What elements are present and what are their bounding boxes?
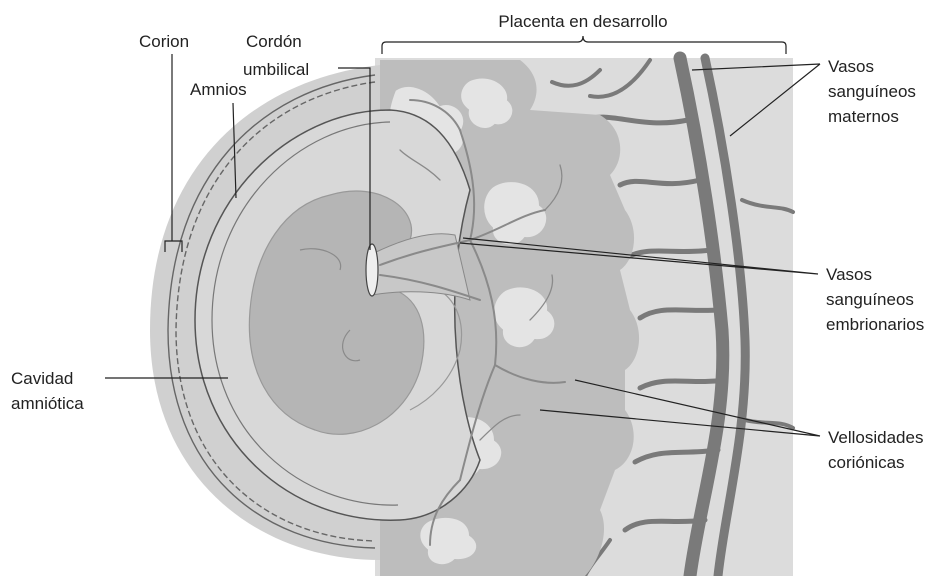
label-amnios: Amnios — [190, 80, 247, 99]
label-vasos-maternos-line1: Vasos — [828, 57, 874, 76]
label-placenta: Placenta en desarrollo — [498, 12, 667, 31]
label-cavidad-line2: amniótica — [11, 394, 84, 413]
label-cordon-line1: Cordón — [246, 32, 302, 51]
label-vellosidades-line2: coriónicas — [828, 453, 905, 472]
label-cavidad-line1: Cavidad — [11, 369, 73, 388]
label-corion: Corion — [139, 32, 189, 51]
label-vasos-emb-line2: sanguíneos — [826, 290, 914, 309]
label-cordon-line2: umbilical — [243, 60, 309, 79]
label-vasos-maternos-line2: sanguíneos — [828, 82, 916, 101]
label-vellosidades-line1: Vellosidades — [828, 428, 923, 447]
label-vasos-emb-line3: embrionarios — [826, 315, 924, 334]
label-vasos-maternos-line3: maternos — [828, 107, 899, 126]
placenta-brace — [382, 36, 786, 54]
label-vasos-emb-line1: Vasos — [826, 265, 872, 284]
